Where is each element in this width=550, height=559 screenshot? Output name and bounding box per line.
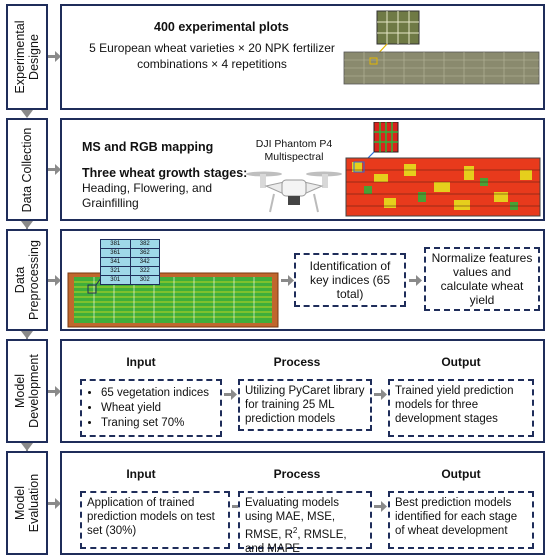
collection-stages-desc: Heading, Flowering, and Grainfilling [82, 181, 213, 210]
arrow-right-icon [55, 275, 61, 286]
dev-input-item: Wheat yield [101, 401, 215, 415]
panel-model-development: Input Process Output 65 vegetation indic… [60, 339, 545, 443]
panel-model-evaluation: Input Process Output Application of trai… [60, 451, 545, 555]
dev-output-header: Output [441, 355, 481, 369]
preprocessing-plot-map-image [67, 270, 279, 328]
plot-id-cell: 302 [139, 277, 150, 283]
preprocess-step-key-indices: Identification of key indices (65 total) [294, 253, 406, 307]
dev-input-item: 65 vegetation indices [101, 386, 215, 400]
dev-process-header: Process [273, 355, 321, 369]
arrow-right-icon [374, 501, 387, 512]
stage-label-line: Data Collection [20, 127, 34, 212]
stage-label-line: Development [27, 354, 41, 428]
eval-process-text: Evaluating models using MAE, MSE, RMSE, … [245, 497, 339, 541]
arrow-right-icon [55, 51, 61, 62]
drone-label-line: Multispectral [264, 151, 324, 163]
preprocess-step-normalize: Normalize features values and calculate … [424, 247, 540, 311]
arrow-down-icon [21, 110, 33, 118]
dev-input-item: Traning set 70% [101, 416, 215, 430]
eval-process-text: , RMSLE, and MAPE [245, 528, 347, 555]
arrow-right-icon [55, 164, 61, 175]
arrow-right-icon [281, 275, 294, 286]
arrow-right-icon [409, 275, 422, 286]
plot-id-cell: 342 [130, 258, 159, 267]
arrow-right-icon [55, 498, 61, 509]
plot-id-cell: 361 [101, 249, 131, 258]
dev-process-box: Utilizing PyCaret library for training 2… [238, 379, 372, 431]
plot-id-cell: 362 [130, 249, 159, 258]
eval-input-header: Input [126, 467, 156, 481]
arrow-down-icon [21, 443, 33, 451]
stage-label-line: Preprocessing [27, 240, 41, 320]
stage-label-line: Experimental [13, 20, 27, 94]
collection-stages-title: Three wheat growth stages: [82, 166, 248, 180]
collection-title: MS and RGB mapping [82, 140, 214, 154]
stage-label-line: Evaluation [27, 473, 41, 533]
dev-input-header: Input [126, 355, 156, 369]
arrow-right-icon [224, 389, 237, 400]
dev-output-box: Trained yield prediction models for thre… [388, 379, 534, 437]
plot-id-cell: 322 [130, 267, 159, 276]
stage-label-line: Model [13, 373, 27, 409]
dev-input-box: 65 vegetation indices Wheat yield Tranin… [80, 379, 222, 437]
experimental-field-image [343, 10, 540, 85]
eval-input-box: Application of trained prediction models… [80, 491, 230, 549]
design-description: 5 European wheat varieties × 20 NPK fert… [89, 41, 335, 71]
eval-process-box: Evaluating models using MAE, MSE, RMSE, … [238, 491, 372, 555]
panel-experimental-design: 400 experimental plots 5 European wheat … [60, 4, 545, 110]
eval-output-header: Output [441, 467, 481, 481]
arrow-right-icon [55, 386, 61, 397]
plot-id-cell: 381 [101, 240, 131, 249]
plot-id-cell: 341 [101, 258, 131, 267]
design-title: 400 experimental plots [154, 20, 289, 34]
stage-data-collection: Data Collection [6, 118, 48, 221]
eval-process-superscript: 2 [292, 526, 298, 535]
plot-id-cell: 321 [101, 267, 131, 276]
stage-label-line: Data [13, 266, 27, 294]
stage-label-line: Model [13, 485, 27, 521]
drone-icon [246, 171, 342, 213]
stage-to-panel-arrows [48, 51, 61, 509]
arrow-down-icon [21, 331, 33, 339]
stage-label-line: Designe [27, 34, 41, 80]
plot-id-cell: 382 [130, 240, 159, 249]
multispectral-heatmap-image [345, 122, 541, 217]
plot-id-cell: 301 [101, 276, 131, 284]
stage-connector-arrows [21, 110, 33, 451]
drone-label-line: DJI Phantom P4 [255, 138, 333, 150]
eval-output-box: Best prediction models identified for ea… [388, 491, 534, 549]
arrow-down-icon [21, 221, 33, 229]
eval-process-header: Process [273, 467, 321, 481]
arrow-right-icon [374, 389, 387, 400]
panel-data-collection: MS and RGB mapping Three wheat growth st… [60, 118, 545, 221]
drone-label: DJI Phantom P4 Multispectral [248, 138, 340, 164]
